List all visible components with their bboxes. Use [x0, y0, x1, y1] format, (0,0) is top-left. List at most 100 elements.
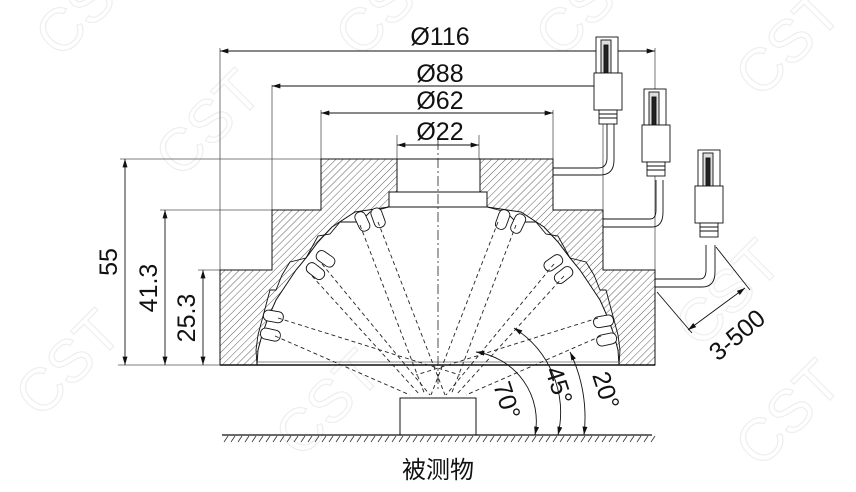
ground-hatch-tick	[615, 435, 621, 443]
led-icon	[553, 266, 574, 284]
ground-hatch-tick	[342, 435, 348, 443]
ground-hatch-tick	[258, 435, 264, 443]
ground-hatch-tick	[524, 435, 530, 443]
ground-hatch-tick	[608, 435, 614, 443]
ground-hatch-tick	[426, 435, 432, 443]
ground-hatch-tick	[559, 435, 565, 443]
ground-hatch-tick	[531, 435, 537, 443]
led-icon	[262, 309, 284, 324]
led-array	[259, 207, 618, 347]
ground-hatch-tick	[433, 435, 439, 443]
ground-hatch-tick	[398, 435, 404, 443]
ground-hatch-tick	[237, 435, 243, 443]
ground-hatch-tick	[587, 435, 593, 443]
ground-hatch-tick	[370, 435, 376, 443]
ground-hatch-tick	[377, 435, 383, 443]
ground-hatch-tick	[447, 435, 453, 443]
ground-hatch-tick	[293, 435, 299, 443]
ground-hatch-tick	[265, 435, 271, 443]
svg-text:CST: CST	[522, 0, 654, 69]
extension-lines	[118, 48, 656, 366]
angle-label-20: 20°	[586, 368, 624, 413]
ground-hatch-tick	[335, 435, 341, 443]
ground-hatch-tick	[552, 435, 558, 443]
ground-hatch-tick	[300, 435, 306, 443]
ground-hatch-tick	[636, 435, 642, 443]
led-icon	[354, 211, 371, 232]
ground-hatch-tick	[384, 435, 390, 443]
angle-label-45: 45°	[539, 363, 577, 408]
led-icon	[370, 207, 386, 229]
ground-hatch-tick	[643, 435, 649, 443]
led-icon	[543, 254, 564, 272]
ground-hatch-tick	[545, 435, 551, 443]
led-icon	[596, 332, 618, 347]
svg-text:CST: CST	[722, 347, 854, 479]
ground-hatch-tick	[461, 435, 467, 443]
svg-text:CST: CST	[142, 57, 274, 189]
led-icon	[495, 209, 511, 230]
dim-label-h25: 25.3	[173, 294, 201, 343]
ground-hatch-tick	[279, 435, 285, 443]
ground-hatch-tick	[601, 435, 607, 443]
led-icon	[510, 213, 527, 234]
angle-arcs	[475, 327, 588, 436]
ground-hatch-tick	[328, 435, 334, 443]
ground	[222, 434, 656, 443]
dim-label-h41: 41.3	[135, 264, 163, 313]
ground-hatch-tick	[489, 435, 495, 443]
ground-hatch-tick	[594, 435, 600, 443]
cables	[553, 120, 716, 288]
ground-hatch-tick	[517, 435, 523, 443]
connector-icon	[694, 149, 724, 238]
dim-label-d116: Ø116	[410, 23, 469, 51]
ground-hatch-tick	[510, 435, 516, 443]
cable-length-dim	[656, 246, 751, 334]
led-icon	[259, 327, 281, 342]
connector-icon	[641, 88, 671, 177]
test-object	[399, 397, 477, 436]
led-icon	[315, 250, 336, 268]
ground-hatch-tick	[405, 435, 411, 443]
dim-label-d22: Ø22	[416, 118, 463, 146]
svg-text:CST: CST	[2, 297, 134, 429]
ground-hatch-tick	[440, 435, 446, 443]
arc-45	[513, 327, 563, 436]
ground-hatch-tick	[580, 435, 586, 443]
ground-hatch-tick	[629, 435, 635, 443]
connector-icon	[593, 36, 623, 125]
led-icon	[593, 314, 614, 329]
ground-hatch-tick	[650, 435, 656, 443]
ground-hatch-tick	[223, 435, 229, 443]
ground-hatch-tick	[391, 435, 397, 443]
ground-hatch-tick	[356, 435, 362, 443]
ground-hatch-tick	[363, 435, 369, 443]
object-label: 被测物	[402, 456, 474, 484]
svg-text:CST: CST	[722, 0, 854, 109]
svg-text:CST: CST	[262, 337, 394, 469]
ground-hatch-tick	[244, 435, 250, 443]
housing-right	[479, 158, 656, 366]
ground-hatch-tick	[321, 435, 327, 443]
ground-hatch-tick	[468, 435, 474, 443]
ground-hatch-tick	[251, 435, 257, 443]
ground-hatch-tick	[314, 435, 320, 443]
ground-hatch-tick	[307, 435, 313, 443]
dim-label-d62: Ø62	[416, 87, 463, 115]
ground-hatch-tick	[349, 435, 355, 443]
diameter-dims	[219, 48, 656, 148]
ground-hatch-tick	[412, 435, 418, 443]
ground-hatch-tick	[622, 435, 628, 443]
ground-hatch-tick	[419, 435, 425, 443]
connectors	[593, 36, 724, 238]
ground-hatch-tick	[230, 435, 236, 443]
dim-label-h55: 55	[95, 248, 123, 276]
ground-hatch-tick	[286, 435, 292, 443]
svg-text:CST: CST	[22, 0, 154, 69]
angle-label-70: 70°	[487, 378, 525, 423]
ground-hatch-tick	[573, 435, 579, 443]
arc-20	[569, 351, 588, 436]
ground-hatch-tick	[496, 435, 502, 443]
ground-hatch-tick	[503, 435, 509, 443]
